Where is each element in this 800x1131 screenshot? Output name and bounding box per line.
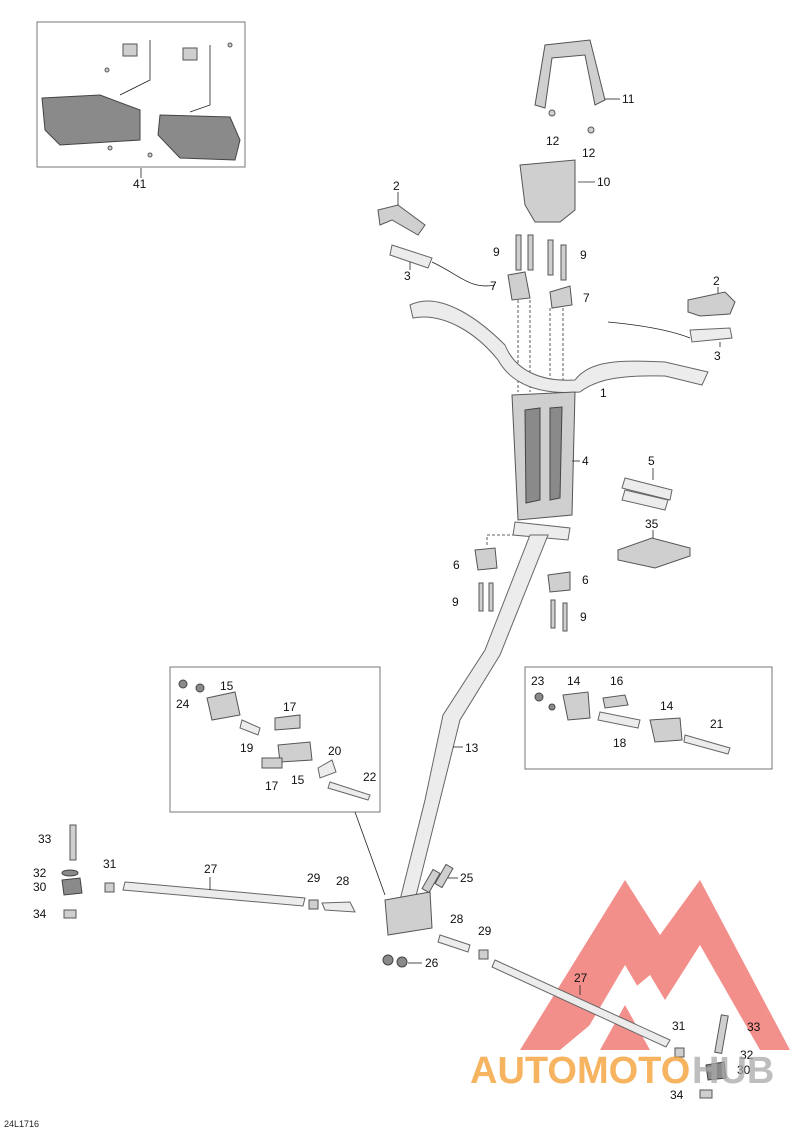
svg-text:HUB: HUB <box>692 1050 774 1092</box>
callout-6b: 6 <box>582 573 589 587</box>
callout-35: 35 <box>645 517 659 531</box>
callout-1: 1 <box>600 386 607 400</box>
watermark-text: AUTOMOTO HUB <box>470 1050 774 1092</box>
callout-18: 18 <box>613 736 627 750</box>
callout-11: 11 <box>622 92 635 106</box>
callout-16: 16 <box>610 674 624 688</box>
callout-41: 41 <box>133 177 147 191</box>
callout-3b: 3 <box>714 349 721 363</box>
callout-27b: 27 <box>574 971 588 985</box>
callout-15a: 15 <box>220 679 234 693</box>
callout-30b: 30 <box>737 1063 751 1077</box>
clip-part-5: 5 <box>621 454 673 511</box>
inset-box-right: 23 14 16 14 18 21 <box>524 666 773 770</box>
inset-box-left: 24 15 17 19 20 15 17 22 <box>169 666 386 896</box>
callout-9a: 9 <box>493 245 500 259</box>
callout-12a: 12 <box>546 134 560 148</box>
svg-text:AUTOMOTO: AUTOMOTO <box>470 1050 690 1092</box>
callout-2b: 2 <box>713 274 720 288</box>
diagram-code: 24L1716 <box>4 1119 39 1129</box>
callout-28a: 28 <box>336 874 350 888</box>
plate-part-35: 35 <box>617 517 691 569</box>
riser-block: 4 <box>511 391 589 521</box>
callout-17b: 17 <box>265 779 279 793</box>
callout-29a: 29 <box>307 871 321 885</box>
callout-19: 19 <box>240 741 254 755</box>
callout-6a: 6 <box>453 558 460 572</box>
callout-14a: 14 <box>567 674 581 688</box>
callout-10: 10 <box>597 175 611 189</box>
handlebar: 1 <box>409 300 709 400</box>
callout-4: 4 <box>582 454 589 468</box>
callout-32b: 32 <box>740 1048 754 1062</box>
callout-12b: 12 <box>582 146 596 160</box>
callout-13: 13 <box>465 741 479 755</box>
lower-clamps: 6 6 9 9 <box>452 534 589 632</box>
grip-left: 2 3 <box>377 179 496 287</box>
callout-9d: 9 <box>580 610 587 624</box>
callout-29b: 29 <box>478 924 492 938</box>
callout-7a: 7 <box>490 279 497 293</box>
callout-5: 5 <box>648 454 655 468</box>
callout-22: 22 <box>363 770 377 784</box>
callout-27a: 27 <box>204 862 218 876</box>
callout-28b: 28 <box>450 912 464 926</box>
callout-33a: 33 <box>38 832 52 846</box>
callout-30a: 30 <box>33 880 47 894</box>
callout-26: 26 <box>425 956 439 970</box>
callout-9c: 9 <box>452 595 459 609</box>
callout-3a: 3 <box>404 269 411 283</box>
callout-2a: 2 <box>393 179 400 193</box>
handlebar-pad-10: 10 <box>519 159 611 223</box>
grip-right: 2 3 <box>607 274 736 363</box>
tie-rod-right: 28 29 27 31 33 32 30 34 <box>437 912 761 1102</box>
steering-column: 13 26 25 <box>382 521 571 970</box>
callout-25: 25 <box>460 871 474 885</box>
callout-34b: 34 <box>670 1088 684 1102</box>
callout-14b: 14 <box>660 699 674 713</box>
callout-21: 21 <box>710 717 724 731</box>
callout-20: 20 <box>328 744 342 758</box>
callout-17a: 17 <box>283 700 297 714</box>
callout-32a: 32 <box>33 866 47 880</box>
callout-33b: 33 <box>747 1020 761 1034</box>
callout-23: 23 <box>531 674 545 688</box>
callout-15b: 15 <box>291 773 305 787</box>
tie-rod-left: 33 32 30 34 31 27 29 28 <box>33 824 356 921</box>
callout-31a: 31 <box>103 857 117 871</box>
inset-box-hand-guards: 41 <box>36 21 246 191</box>
callout-31b: 31 <box>672 1019 686 1033</box>
callout-24: 24 <box>176 697 190 711</box>
callout-9b: 9 <box>580 248 587 262</box>
top-clamps: 9 9 7 7 <box>490 234 590 392</box>
callout-7b: 7 <box>583 291 590 305</box>
callout-34a: 34 <box>33 907 47 921</box>
handlebar-pad-top: 11 12 12 <box>534 39 635 160</box>
